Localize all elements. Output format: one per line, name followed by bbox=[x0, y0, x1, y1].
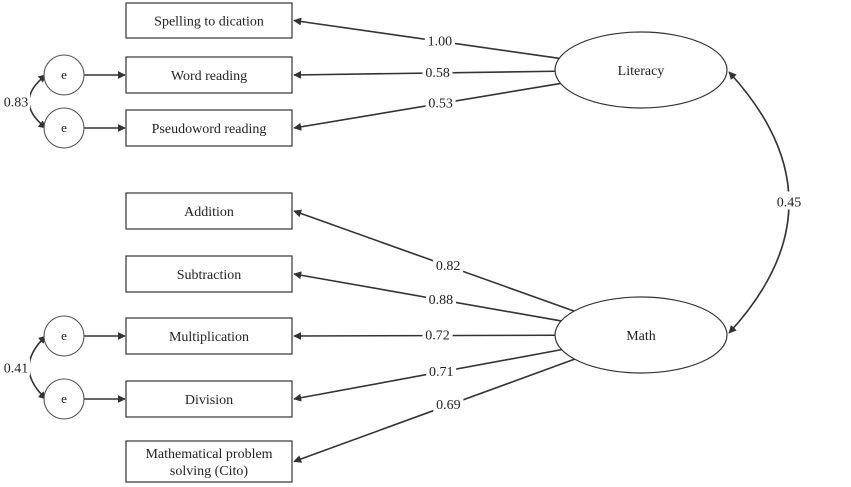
observed-division: Division bbox=[125, 380, 293, 418]
loading-value: 0.71 bbox=[429, 365, 454, 380]
loading-value: 1.00 bbox=[428, 34, 453, 49]
latent-correlation-value: 0.45 bbox=[777, 196, 802, 211]
observed-label: Subtraction bbox=[177, 268, 242, 283]
loading-coefficient: 0.72 bbox=[422, 326, 453, 344]
error-term-word_reading: e bbox=[43, 54, 85, 96]
error-correlation-arc bbox=[28, 74, 47, 129]
loading-coefficient: 0.88 bbox=[425, 290, 456, 308]
error-correlation-arc bbox=[28, 335, 47, 400]
observed-label: Division bbox=[185, 393, 233, 408]
observed-label: Mathematical problem bbox=[145, 447, 272, 462]
observed-word_reading: Word reading bbox=[125, 56, 293, 94]
loading-value: 0.82 bbox=[436, 259, 461, 274]
latent-label: Math bbox=[626, 329, 656, 344]
error-correlation-coefficient: 0.83 bbox=[2, 92, 30, 111]
loading-coefficient: 0.69 bbox=[433, 396, 464, 413]
observed-label: Pseudoword reading bbox=[152, 122, 267, 137]
error-correlation-coefficient: 0.41 bbox=[2, 358, 30, 377]
loading-value: 0.58 bbox=[425, 66, 450, 81]
error-label: e bbox=[61, 328, 67, 343]
error-label: e bbox=[61, 67, 67, 82]
error-term-division: e bbox=[43, 378, 85, 420]
latent-math: Math bbox=[554, 296, 728, 374]
latent-literacy: Literacy bbox=[554, 31, 728, 109]
observed-label: Word reading bbox=[171, 69, 247, 84]
error-label: e bbox=[61, 120, 67, 135]
latent-correlation-coefficient: 0.45 bbox=[774, 191, 804, 211]
error-term-pseudoword_reading: e bbox=[43, 107, 85, 149]
observed-math_problem_solving: Mathematical problem solving (Cito) bbox=[125, 440, 293, 483]
observed-spelling: Spelling to dication bbox=[125, 2, 293, 39]
observed-label: Multiplication bbox=[169, 330, 249, 345]
loading-coefficient: 0.53 bbox=[425, 94, 456, 111]
latent-label: Literacy bbox=[618, 64, 665, 79]
observed-multiplication: Multiplication bbox=[125, 317, 293, 355]
loading-coefficient: 0.58 bbox=[422, 63, 453, 81]
loading-value: 0.72 bbox=[425, 329, 450, 344]
loading-value: 0.69 bbox=[436, 398, 461, 413]
observed-pseudoword_reading: Pseudoword reading bbox=[125, 109, 293, 147]
loading-value: 0.53 bbox=[428, 96, 453, 111]
observed-label: solving (Cito) bbox=[170, 464, 249, 479]
observed-subtraction: Subtraction bbox=[125, 255, 293, 293]
observed-label: Spelling to dication bbox=[154, 15, 264, 30]
error-correlation-value: 0.83 bbox=[4, 96, 29, 111]
error-correlation-value: 0.41 bbox=[4, 362, 29, 377]
loading-value: 0.88 bbox=[429, 293, 454, 308]
loading-coefficient: 1.00 bbox=[424, 32, 455, 49]
loading-coefficient: 0.71 bbox=[426, 362, 457, 380]
error-term-multiplication: e bbox=[43, 315, 85, 357]
observed-addition: Addition bbox=[125, 192, 293, 230]
loading-coefficient: 0.82 bbox=[433, 257, 464, 274]
error-label: e bbox=[61, 391, 67, 406]
observed-label: Addition bbox=[184, 205, 234, 220]
